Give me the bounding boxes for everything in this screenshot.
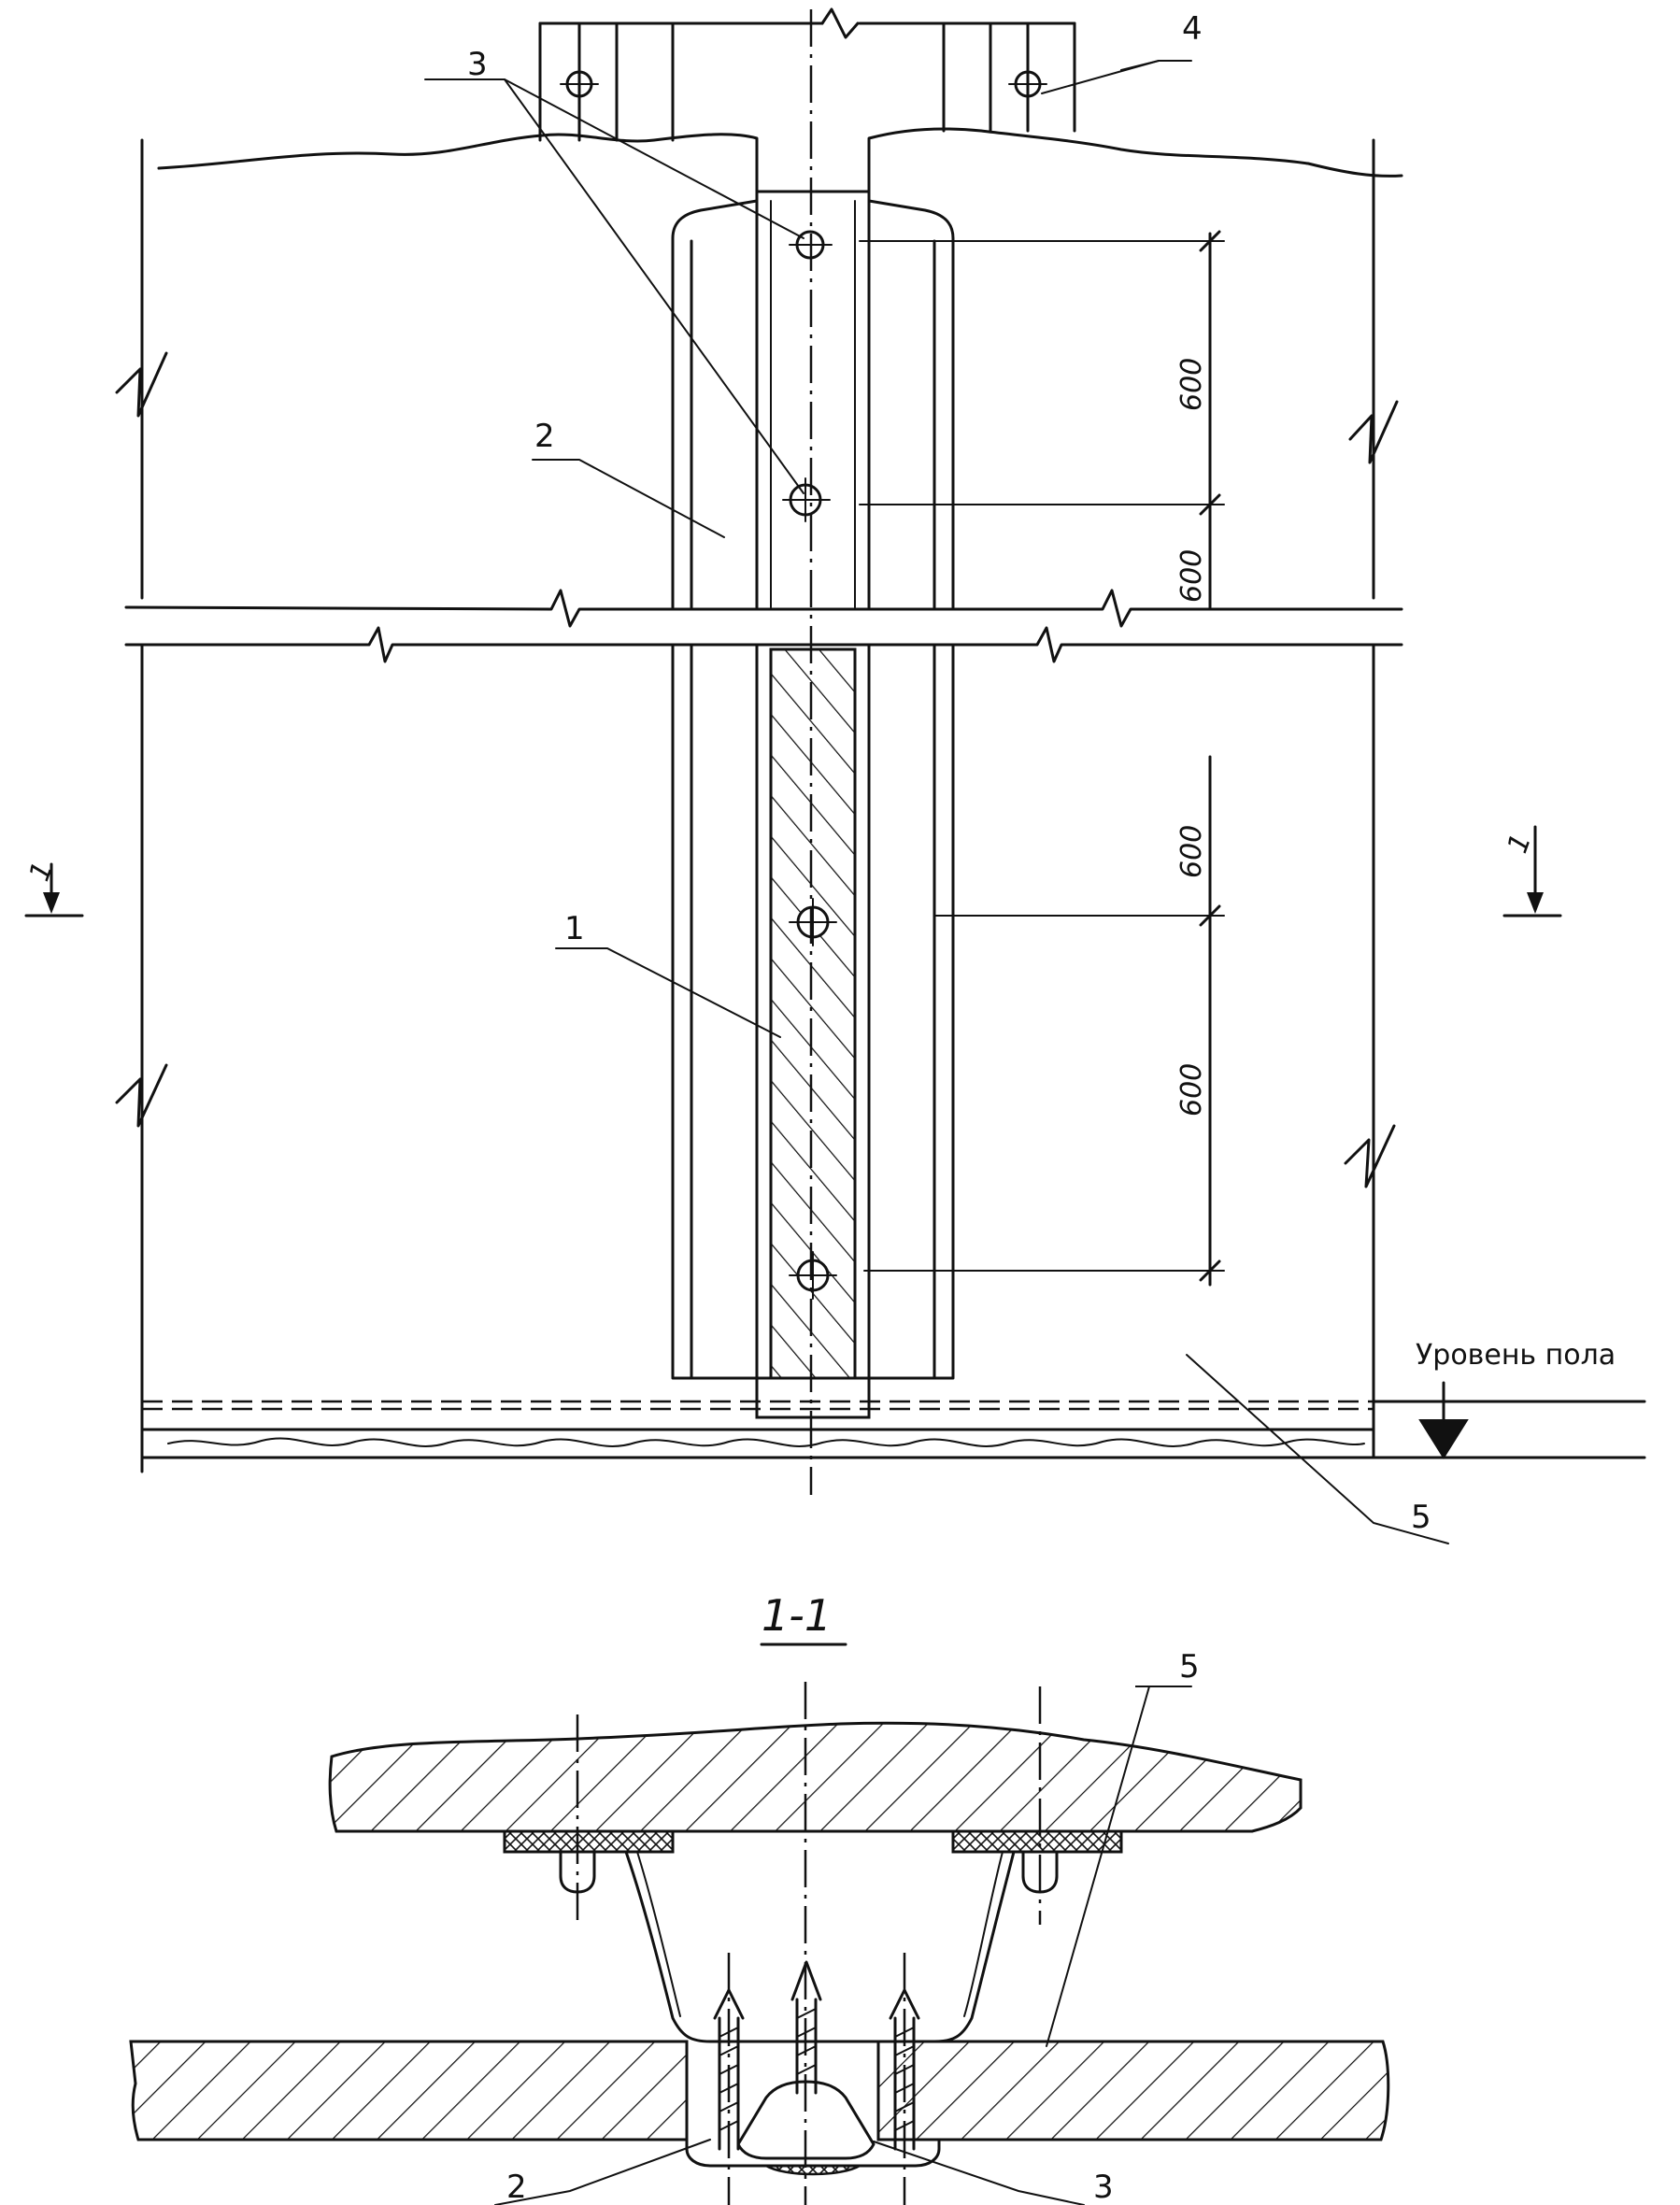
- callout-2-section: 2: [506, 2169, 527, 2205]
- callout-5: 5: [1411, 1499, 1431, 1536]
- ceiling-bracket: [538, 7, 1076, 142]
- callout-1: 1: [564, 910, 585, 947]
- callout-5-section: 5: [1179, 1648, 1200, 1686]
- leader-2-section: [494, 2139, 711, 2205]
- section-title: 1-1: [762, 1590, 832, 1641]
- callout-4: 4: [1182, 10, 1203, 48]
- callout-3-section: 3: [1093, 2169, 1114, 2205]
- break-band-top: [124, 589, 1403, 628]
- dimension-chain-upper: [859, 230, 1225, 609]
- post-profile-lower: [671, 643, 955, 1419]
- dimension-600-d: 600: [1175, 1063, 1208, 1117]
- leader-5-section: [1046, 1686, 1192, 2047]
- break-band-bottom: [124, 626, 1403, 663]
- elevation-view: 3 4 2 1 5 600 600 600 600 1 1 Уровень по…: [23, 7, 1646, 1544]
- callout-2: 2: [534, 418, 555, 455]
- panel-section-right: [876, 2040, 1390, 2141]
- floor-level-marker: [1418, 1419, 1469, 1459]
- leader-3-section: [873, 2141, 1085, 2205]
- dimension-600-a: 600: [1175, 358, 1208, 411]
- section-view: 5 2 3: [129, 1648, 1390, 2205]
- section-mark-right-label: 1: [1502, 830, 1538, 858]
- gasket-right: [951, 1829, 1123, 1854]
- panel-section-left: [129, 2040, 689, 2141]
- gasket-left: [503, 1829, 675, 1854]
- cover-profile: [736, 2080, 876, 2160]
- dimension-600-b: 600: [1175, 549, 1208, 603]
- section-mark-left: [24, 862, 84, 918]
- callout-3: 3: [467, 46, 488, 83]
- dimension-chain-lower: [863, 755, 1225, 1287]
- floor-level-label: Уровень пола: [1416, 1339, 1616, 1372]
- post-profile-upper: [671, 190, 955, 609]
- post-foot: [755, 1376, 871, 1419]
- ceiling-slab-section: [328, 1721, 1303, 1833]
- section-mark-left-label: 1: [23, 858, 60, 886]
- upper-panel-break-line: [157, 127, 1403, 193]
- section-mark-right: [1502, 825, 1562, 918]
- profile-bracket: [624, 1850, 1016, 2043]
- dimension-600-c: 600: [1175, 825, 1208, 878]
- floor: [140, 1381, 1646, 1459]
- leader-lines-elevation: [424, 60, 1449, 1544]
- screws-section: [713, 1960, 920, 2151]
